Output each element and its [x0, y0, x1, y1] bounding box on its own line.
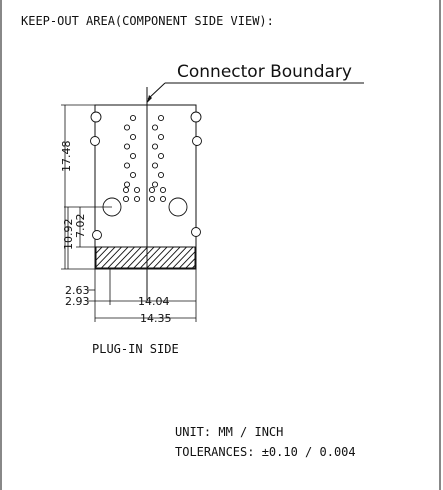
hatch-line: [191, 264, 195, 268]
hatch-line: [210, 245, 234, 270]
dim-2-63: 2.63: [65, 284, 90, 297]
keep-out-hatch: [96, 245, 254, 270]
header-title: KEEP-OUT AREA(COMPONENT SIDE VIEW):: [21, 14, 274, 28]
dim-14-04: 14.04: [138, 295, 170, 308]
pin: [122, 195, 130, 203]
mounting-hole-mid-right: [192, 136, 202, 146]
hatch-line: [139, 247, 162, 268]
hatch-line: [223, 245, 247, 270]
hatch-line: [146, 247, 168, 268]
pin: [133, 186, 141, 194]
pin: [122, 186, 130, 194]
mounting-hole-low-right: [191, 227, 201, 237]
hatch-line: [204, 245, 228, 270]
pin: [157, 171, 165, 179]
hatch-line: [107, 247, 129, 268]
large-hole-right: [168, 197, 188, 217]
unit-note: UNIT: MM / INCH: [175, 425, 283, 439]
dim-14-35: 14.35: [140, 312, 172, 325]
hatch-line: [96, 247, 110, 261]
hatch-line: [197, 245, 221, 270]
dim-17-48: 17.48: [60, 141, 73, 173]
pin: [151, 181, 159, 188]
hatch-line: [100, 247, 123, 268]
pin: [123, 162, 131, 169]
dim-10-92: 10.92: [62, 219, 75, 251]
pin: [159, 195, 167, 203]
plug-in-side-caption: PLUG-IN SIDE: [92, 342, 179, 356]
hatch-line: [96, 247, 103, 254]
pin: [129, 114, 137, 122]
callout-leader: [147, 82, 166, 100]
mounting-hole-low-left: [92, 230, 102, 240]
pin: [129, 133, 137, 141]
pin: [123, 181, 131, 188]
pin: [157, 114, 165, 122]
mounting-hole-mid-left: [90, 136, 100, 146]
hatch-line: [120, 247, 142, 268]
pin: [151, 162, 159, 169]
hatch-line: [185, 257, 195, 268]
dim-7-02: 7.02: [74, 214, 87, 239]
pin: [129, 152, 137, 160]
hatch-line: [178, 251, 195, 268]
keep-out-area: [95, 246, 196, 269]
hatch-line: [113, 247, 136, 268]
pin: [123, 124, 131, 131]
hatch-line: [217, 245, 241, 270]
dim-2-93: 2.93: [65, 295, 90, 308]
pin-field: [122, 114, 167, 203]
hatch-line: [126, 247, 149, 268]
mounting-hole-top-left: [90, 111, 102, 123]
connector-boundary-label: Connector Boundary: [177, 62, 352, 82]
pin: [148, 186, 156, 194]
hatch-line: [172, 247, 194, 268]
pin: [157, 133, 165, 141]
hatch-line: [159, 247, 181, 268]
hatch-line: [165, 247, 188, 268]
hatch-line: [96, 247, 116, 268]
hatch-line: [152, 247, 175, 268]
mounting-hole-top-right: [190, 111, 202, 123]
pin: [129, 171, 137, 179]
tolerances-note: TOLERANCES: ±0.10 / 0.004: [175, 445, 356, 459]
pin: [133, 195, 141, 203]
pin: [159, 186, 167, 194]
pin: [157, 152, 165, 160]
callout-arrowhead: [147, 95, 152, 103]
connector-outline: [94, 104, 197, 270]
pin: [123, 143, 131, 150]
pin: [148, 195, 156, 203]
hatch-line: [230, 245, 254, 270]
hatch-line: [133, 247, 155, 268]
pin: [151, 124, 159, 131]
pin: [151, 143, 159, 150]
